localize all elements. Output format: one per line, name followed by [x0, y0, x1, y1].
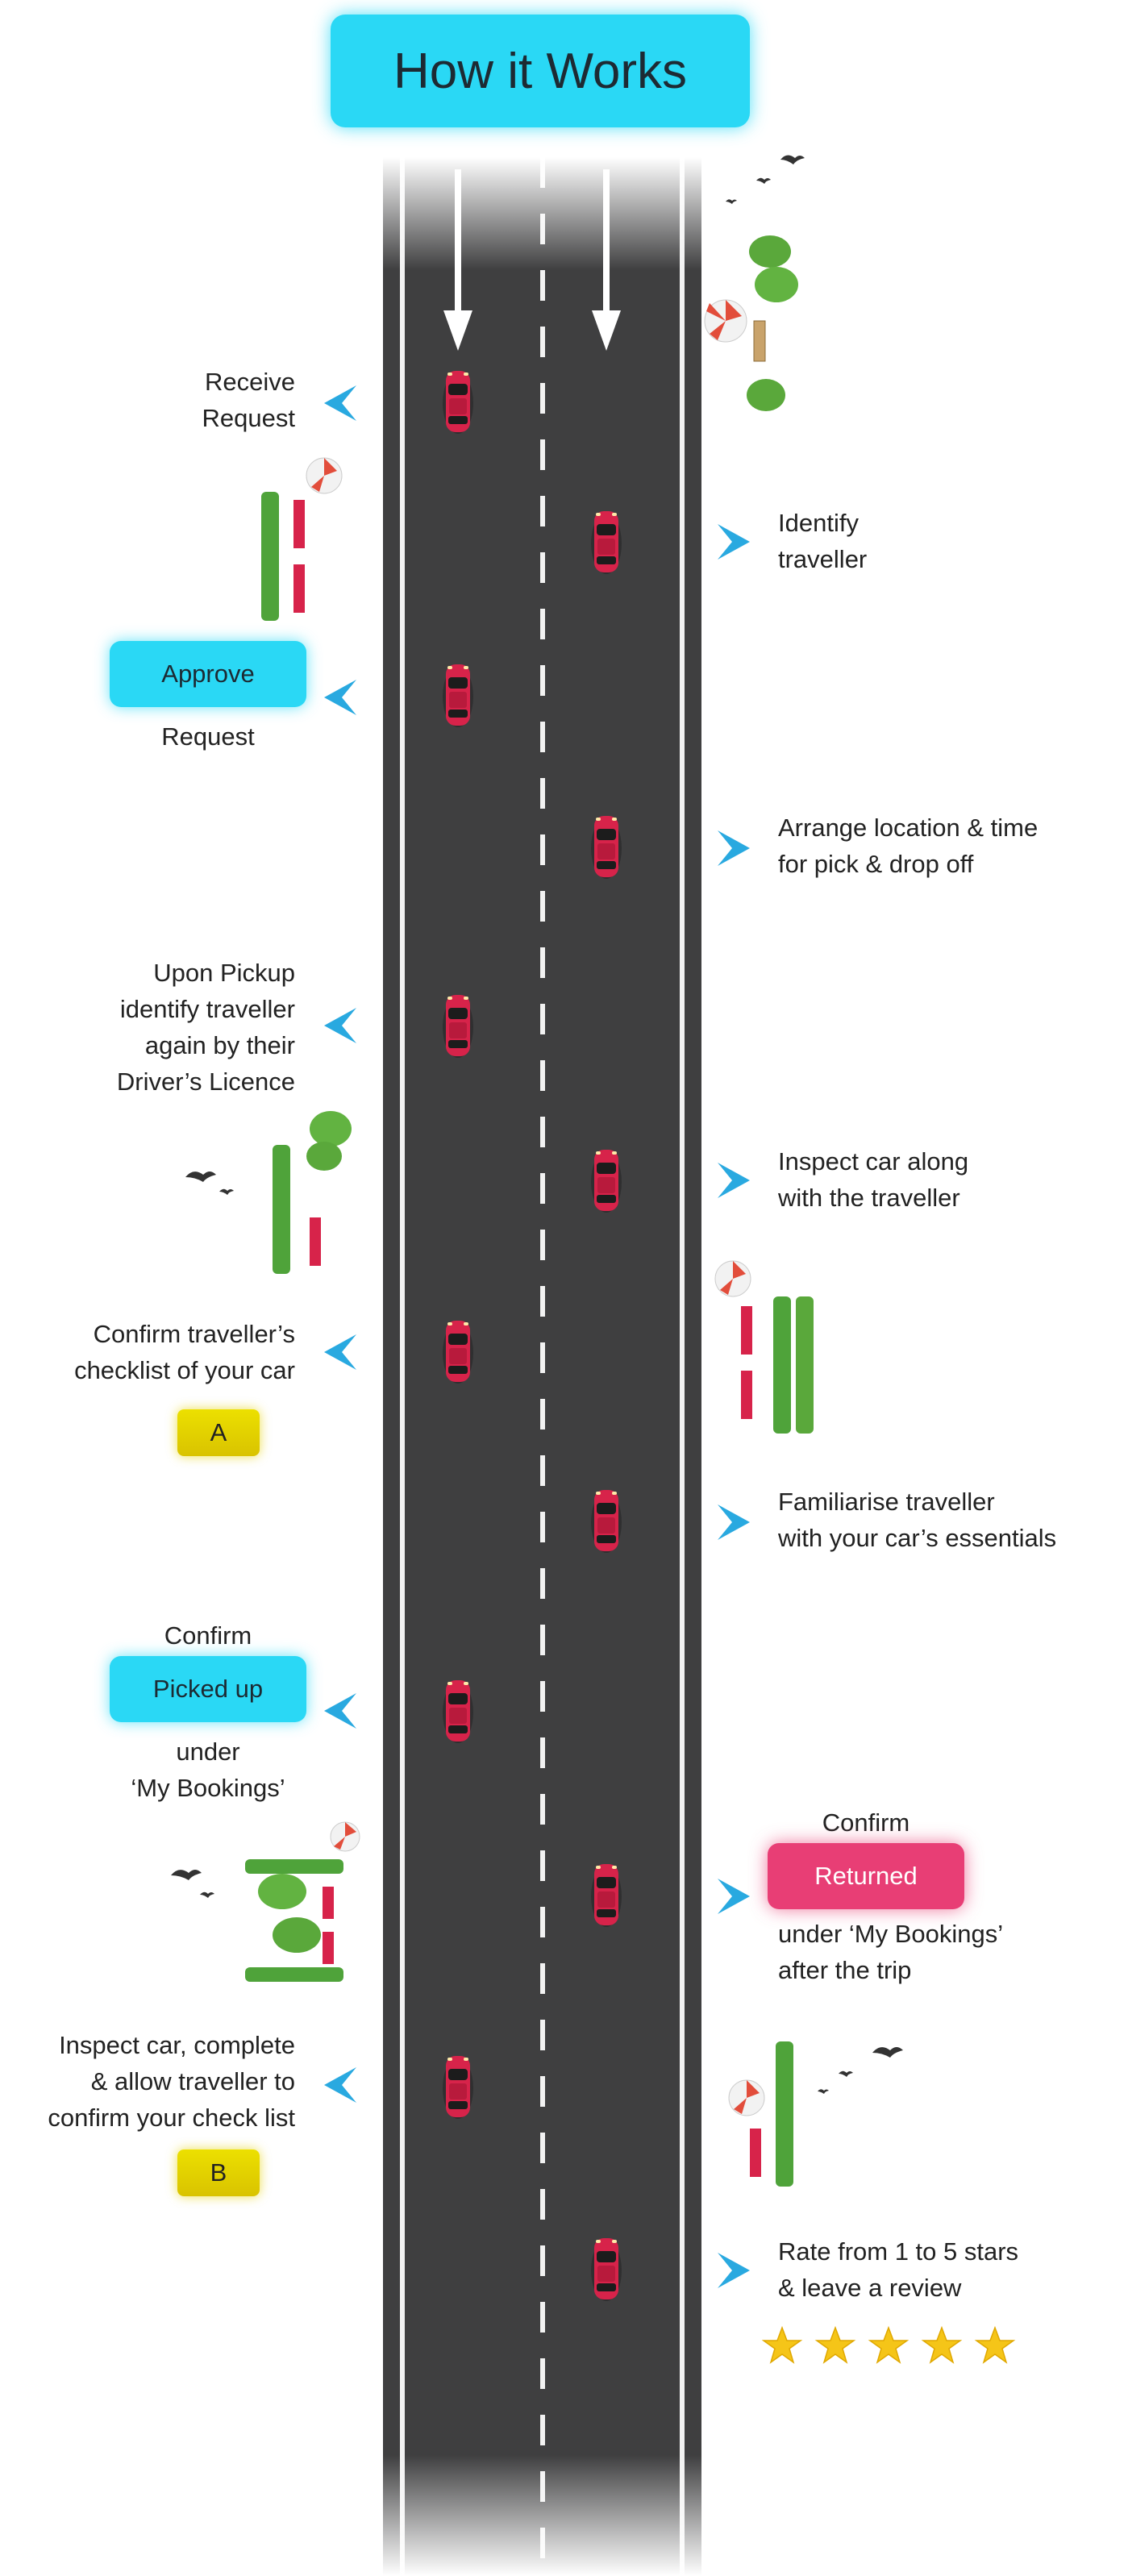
road-center-dashed-line — [540, 157, 545, 2576]
bird-icon — [839, 2070, 853, 2077]
picked-subtext: under ‘My Bookings’ — [131, 1737, 285, 1802]
car-icon — [443, 1321, 473, 1384]
step-inspect-car: Inspect car along with the traveller — [778, 1147, 969, 1212]
step-rate: Rate from 1 to 5 stars & leave a review — [778, 2237, 1019, 2302]
chevron-right-icon — [718, 2253, 750, 2288]
step-familiarise: Familiarise traveller with your car’s es… — [778, 1488, 1057, 1552]
umbrella-icon — [311, 458, 337, 492]
umbrella-icon — [334, 1822, 356, 1850]
bench-icon — [323, 1932, 334, 1964]
chevron-right-icon — [718, 1879, 750, 1914]
bench-icon — [741, 1371, 752, 1419]
tree-icon — [747, 379, 785, 411]
car-icon — [591, 1490, 622, 1553]
road-edge-line-left — [400, 157, 405, 2576]
bench-icon — [753, 320, 766, 362]
returned-subtext: under ‘My Bookings’ after the trip — [778, 1920, 1004, 1984]
bench-icon — [750, 2129, 761, 2177]
bird-icon — [780, 155, 805, 164]
bird-icon — [756, 177, 771, 184]
car-icon — [443, 371, 473, 434]
car-icon — [443, 664, 473, 727]
step-identify-traveller: Identify traveller — [778, 509, 868, 573]
returned-confirm-label: Confirm — [822, 1808, 910, 1837]
bird-icon — [726, 199, 737, 204]
bench-icon — [293, 500, 305, 548]
road-bottom-fade — [383, 2455, 701, 2576]
arrow-down-icon — [592, 169, 621, 351]
chevron-right-icon — [718, 1504, 750, 1540]
bench-icon — [310, 1217, 321, 1266]
bird-icon — [200, 1891, 214, 1898]
chevron-left-icon — [324, 1334, 356, 1370]
step-inspect-complete: Inspect car, complete & allow traveller … — [48, 2031, 295, 2132]
chevron-right-icon — [718, 830, 750, 866]
approve-subtext: Request — [161, 722, 255, 751]
bird-icon — [872, 2047, 903, 2058]
chevron-left-icon — [324, 385, 356, 421]
umbrella-icon — [734, 2080, 760, 2114]
park-scenery-right-2 — [728, 2041, 903, 2187]
star-icon — [763, 2327, 801, 2363]
bird-icon — [219, 1188, 234, 1195]
tree-icon — [749, 235, 791, 268]
arrow-down-icon — [443, 169, 472, 351]
car-icon — [591, 511, 622, 574]
star-rating — [762, 2324, 1036, 2369]
step-confirm-checklist: Confirm traveller’s checklist of your ca… — [74, 1320, 295, 1384]
bench-icon — [741, 1306, 752, 1355]
picked-up-badge: Picked up — [110, 1656, 306, 1722]
park-scenery-top-right — [704, 155, 805, 411]
park-scenery-left-1 — [261, 457, 343, 621]
park-scenery-left-3 — [171, 1821, 360, 1982]
chevron-right-icon — [718, 524, 750, 560]
step-receive-request: Receive Request — [202, 368, 295, 432]
chevron-left-icon — [324, 1693, 356, 1729]
tree-icon — [310, 1111, 352, 1147]
car-icon — [591, 816, 622, 879]
bird-icon — [818, 2089, 829, 2094]
star-icon — [976, 2327, 1014, 2363]
page-title: How it Works — [331, 15, 750, 127]
chevron-right-icon — [718, 1163, 750, 1198]
umbrella-icon — [720, 1261, 746, 1295]
car-icon — [591, 2238, 622, 2301]
step-upon-pickup: Upon Pickup identify traveller again by … — [116, 959, 295, 1096]
road-edge-line-right — [680, 157, 685, 2576]
tree-icon — [261, 492, 279, 621]
bench-icon — [323, 1887, 334, 1919]
star-icon — [816, 2327, 855, 2363]
umbrella-icon — [710, 300, 742, 340]
chevron-left-icon — [324, 2067, 356, 2103]
car-icon — [591, 1864, 622, 1927]
road-top-fade — [383, 157, 701, 270]
car-icon — [591, 1150, 622, 1213]
park-scenery-left-2 — [185, 1111, 352, 1274]
tree-icon — [245, 1859, 343, 1874]
star-icon — [869, 2327, 908, 2363]
badge-b: B — [177, 2149, 260, 2196]
chevron-left-icon — [324, 1008, 356, 1043]
approve-badge: Approve — [110, 641, 306, 707]
car-icon — [443, 995, 473, 1058]
picked-confirm-label: Confirm — [164, 1621, 252, 1650]
tree-icon — [796, 1296, 814, 1434]
step-arrange-location: Arrange location & time for pick & drop … — [778, 814, 1039, 878]
bird-icon — [185, 1171, 216, 1182]
returned-badge: Returned — [768, 1843, 964, 1909]
bird-icon — [171, 1870, 202, 1880]
tree-icon — [245, 1967, 343, 1982]
bench-icon — [293, 564, 305, 613]
chevron-left-icon — [324, 680, 356, 715]
badge-a: A — [177, 1409, 260, 1456]
park-scenery-right-1 — [714, 1260, 814, 1434]
tree-icon — [273, 1145, 290, 1274]
tree-icon — [776, 2041, 793, 2187]
car-icon — [443, 1680, 473, 1743]
car-icon — [443, 2056, 473, 2119]
tree-icon — [773, 1296, 791, 1434]
star-icon — [922, 2327, 961, 2363]
